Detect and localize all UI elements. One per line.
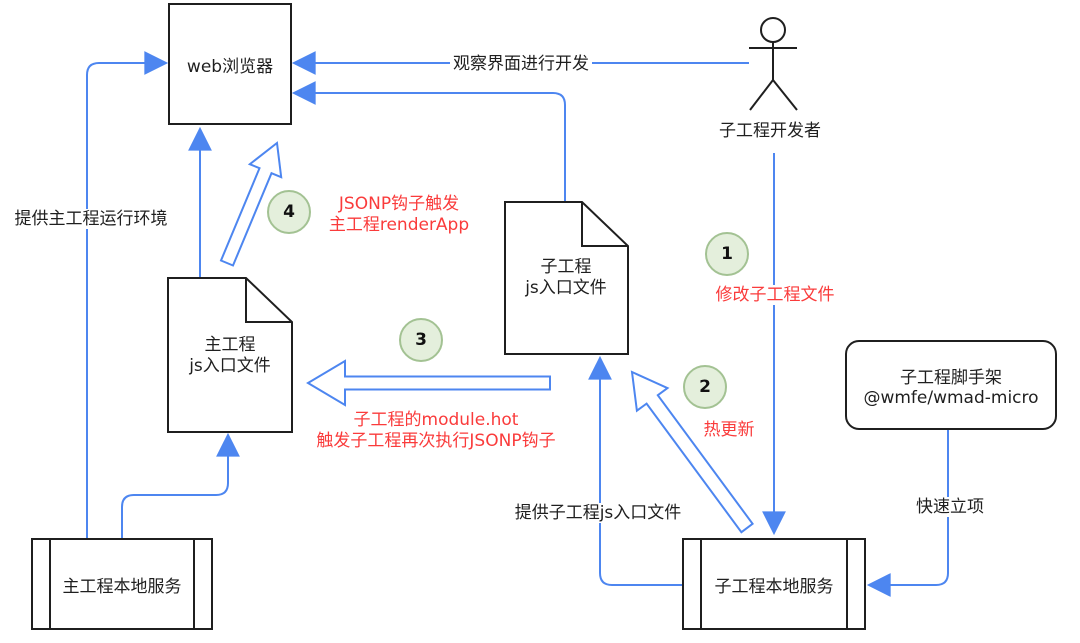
- edge-main-server-to-browser: [86, 51, 169, 538]
- block-arrow-step3-module-hot: [306, 359, 551, 407]
- edge-label-observe-ui: 观察界面进行开发: [450, 54, 592, 74]
- sub-server-left-bar: [700, 540, 702, 628]
- step2-annotation: 热更新: [700, 420, 758, 440]
- edge-label-provide-main-env: 提供主工程运行环境: [11, 209, 171, 229]
- main-server-left-bar: [49, 540, 51, 628]
- scaffold-label-line2: @wmfe/wmad-micro: [863, 387, 1039, 408]
- sub-server-right-bar: [846, 540, 848, 628]
- step4-annotation: JSONP钩子触发 主工程renderApp: [326, 194, 472, 236]
- main-server-right-bar: [193, 540, 195, 628]
- sub-server-label: 子工程本地服务: [714, 576, 834, 597]
- edge-sub-entry-to-browser: [291, 81, 566, 202]
- step3-annotation: 子工程的module.hot 触发子工程再次执行JSONP钩子: [314, 410, 558, 452]
- developer-label: 子工程开发者: [716, 121, 824, 141]
- step-circle-3: 3: [399, 318, 443, 362]
- edge-label-quick-init: 快速立项: [913, 497, 987, 517]
- edge-sub-server-to-sub-entry: [588, 355, 682, 586]
- browser-label: web浏览器: [186, 56, 274, 77]
- edge-label-provide-sub-entry: 提供子工程js入口文件: [511, 503, 685, 523]
- block-arrow-step2-hot-update: [630, 370, 754, 534]
- edge-scaffold-to-sub-server: [866, 430, 949, 597]
- main-entry-doc-shape: [167, 277, 293, 433]
- scaffold-node: 子工程脚手架 @wmfe/wmad-micro: [845, 340, 1057, 430]
- browser-node: web浏览器: [168, 3, 292, 125]
- main-entry-doc-label: 主工程 js入口文件: [189, 335, 271, 376]
- block-arrow-step4-jsonp: [219, 141, 283, 267]
- main-server-node: 主工程本地服务: [31, 538, 213, 630]
- step-circle-2: 2: [683, 365, 727, 409]
- main-server-label: 主工程本地服务: [62, 576, 182, 597]
- scaffold-label-line1: 子工程脚手架: [900, 367, 1002, 388]
- step-circle-1: 1: [705, 232, 749, 276]
- main-entry-doc-fold-icon: [245, 278, 292, 323]
- step-circle-4: 4: [267, 190, 311, 234]
- developer-stick-figure-icon: [749, 17, 798, 111]
- sub-entry-doc-label: 子工程 js入口文件: [525, 257, 607, 298]
- sub-server-node: 子工程本地服务: [682, 538, 866, 630]
- edge-main-server-to-main-entry: [121, 432, 240, 538]
- step1-annotation: 修改子工程文件: [712, 285, 838, 305]
- sub-entry-doc-fold-icon: [581, 202, 628, 247]
- sub-entry-doc-shape: [504, 201, 629, 355]
